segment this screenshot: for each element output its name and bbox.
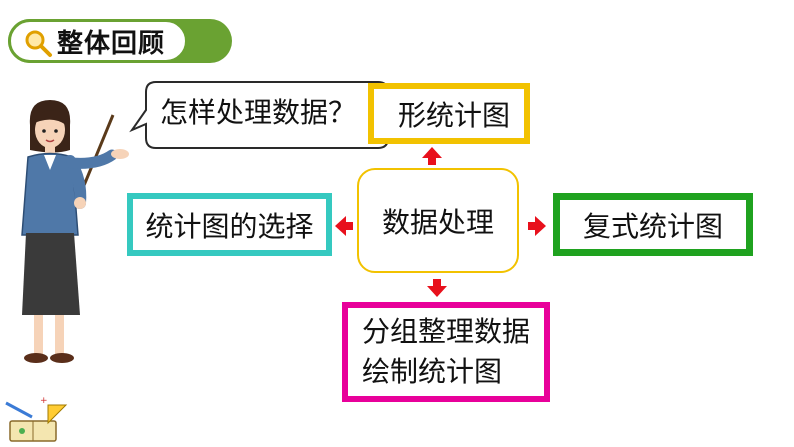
box-compound-chart: 复式统计图 — [553, 193, 753, 256]
arrow-down-icon — [427, 279, 447, 297]
box-bar-chart-label: 形统计图 — [397, 98, 510, 132]
box-bar-chart: 形统计图 — [368, 83, 530, 144]
box-data-processing-label: 数据处理 — [381, 205, 494, 239]
box-organize-line1: 分组整理数据 — [362, 315, 531, 348]
section-header-label-bg: 整体回顾 — [8, 19, 188, 63]
box-chart-selection: 统计图的选择 — [127, 193, 332, 256]
arrow-right-icon — [528, 216, 546, 236]
box-chart-selection-label: 统计图的选择 — [145, 209, 314, 243]
arrow-up-icon — [422, 147, 442, 165]
box-data-processing: 数据处理 — [357, 168, 519, 273]
box-organize-draw: 分组整理数据 绘制统计图 — [342, 302, 550, 402]
box-compound-chart-label: 复式统计图 — [582, 209, 723, 243]
section-title: 整体回顾 — [57, 29, 166, 59]
arrow-left-icon — [335, 216, 353, 236]
section-header: 整体回顾 — [8, 19, 232, 63]
teacher-illustration — [21, 100, 129, 363]
svg-text:+: + — [40, 396, 48, 406]
magnifier-icon — [25, 30, 52, 57]
speech-bubble-text: 怎样处理数据？ — [160, 96, 357, 129]
stationery-decoration-icon: + — [5, 396, 68, 442]
box-organize-line2: 绘制统计图 — [362, 355, 503, 388]
